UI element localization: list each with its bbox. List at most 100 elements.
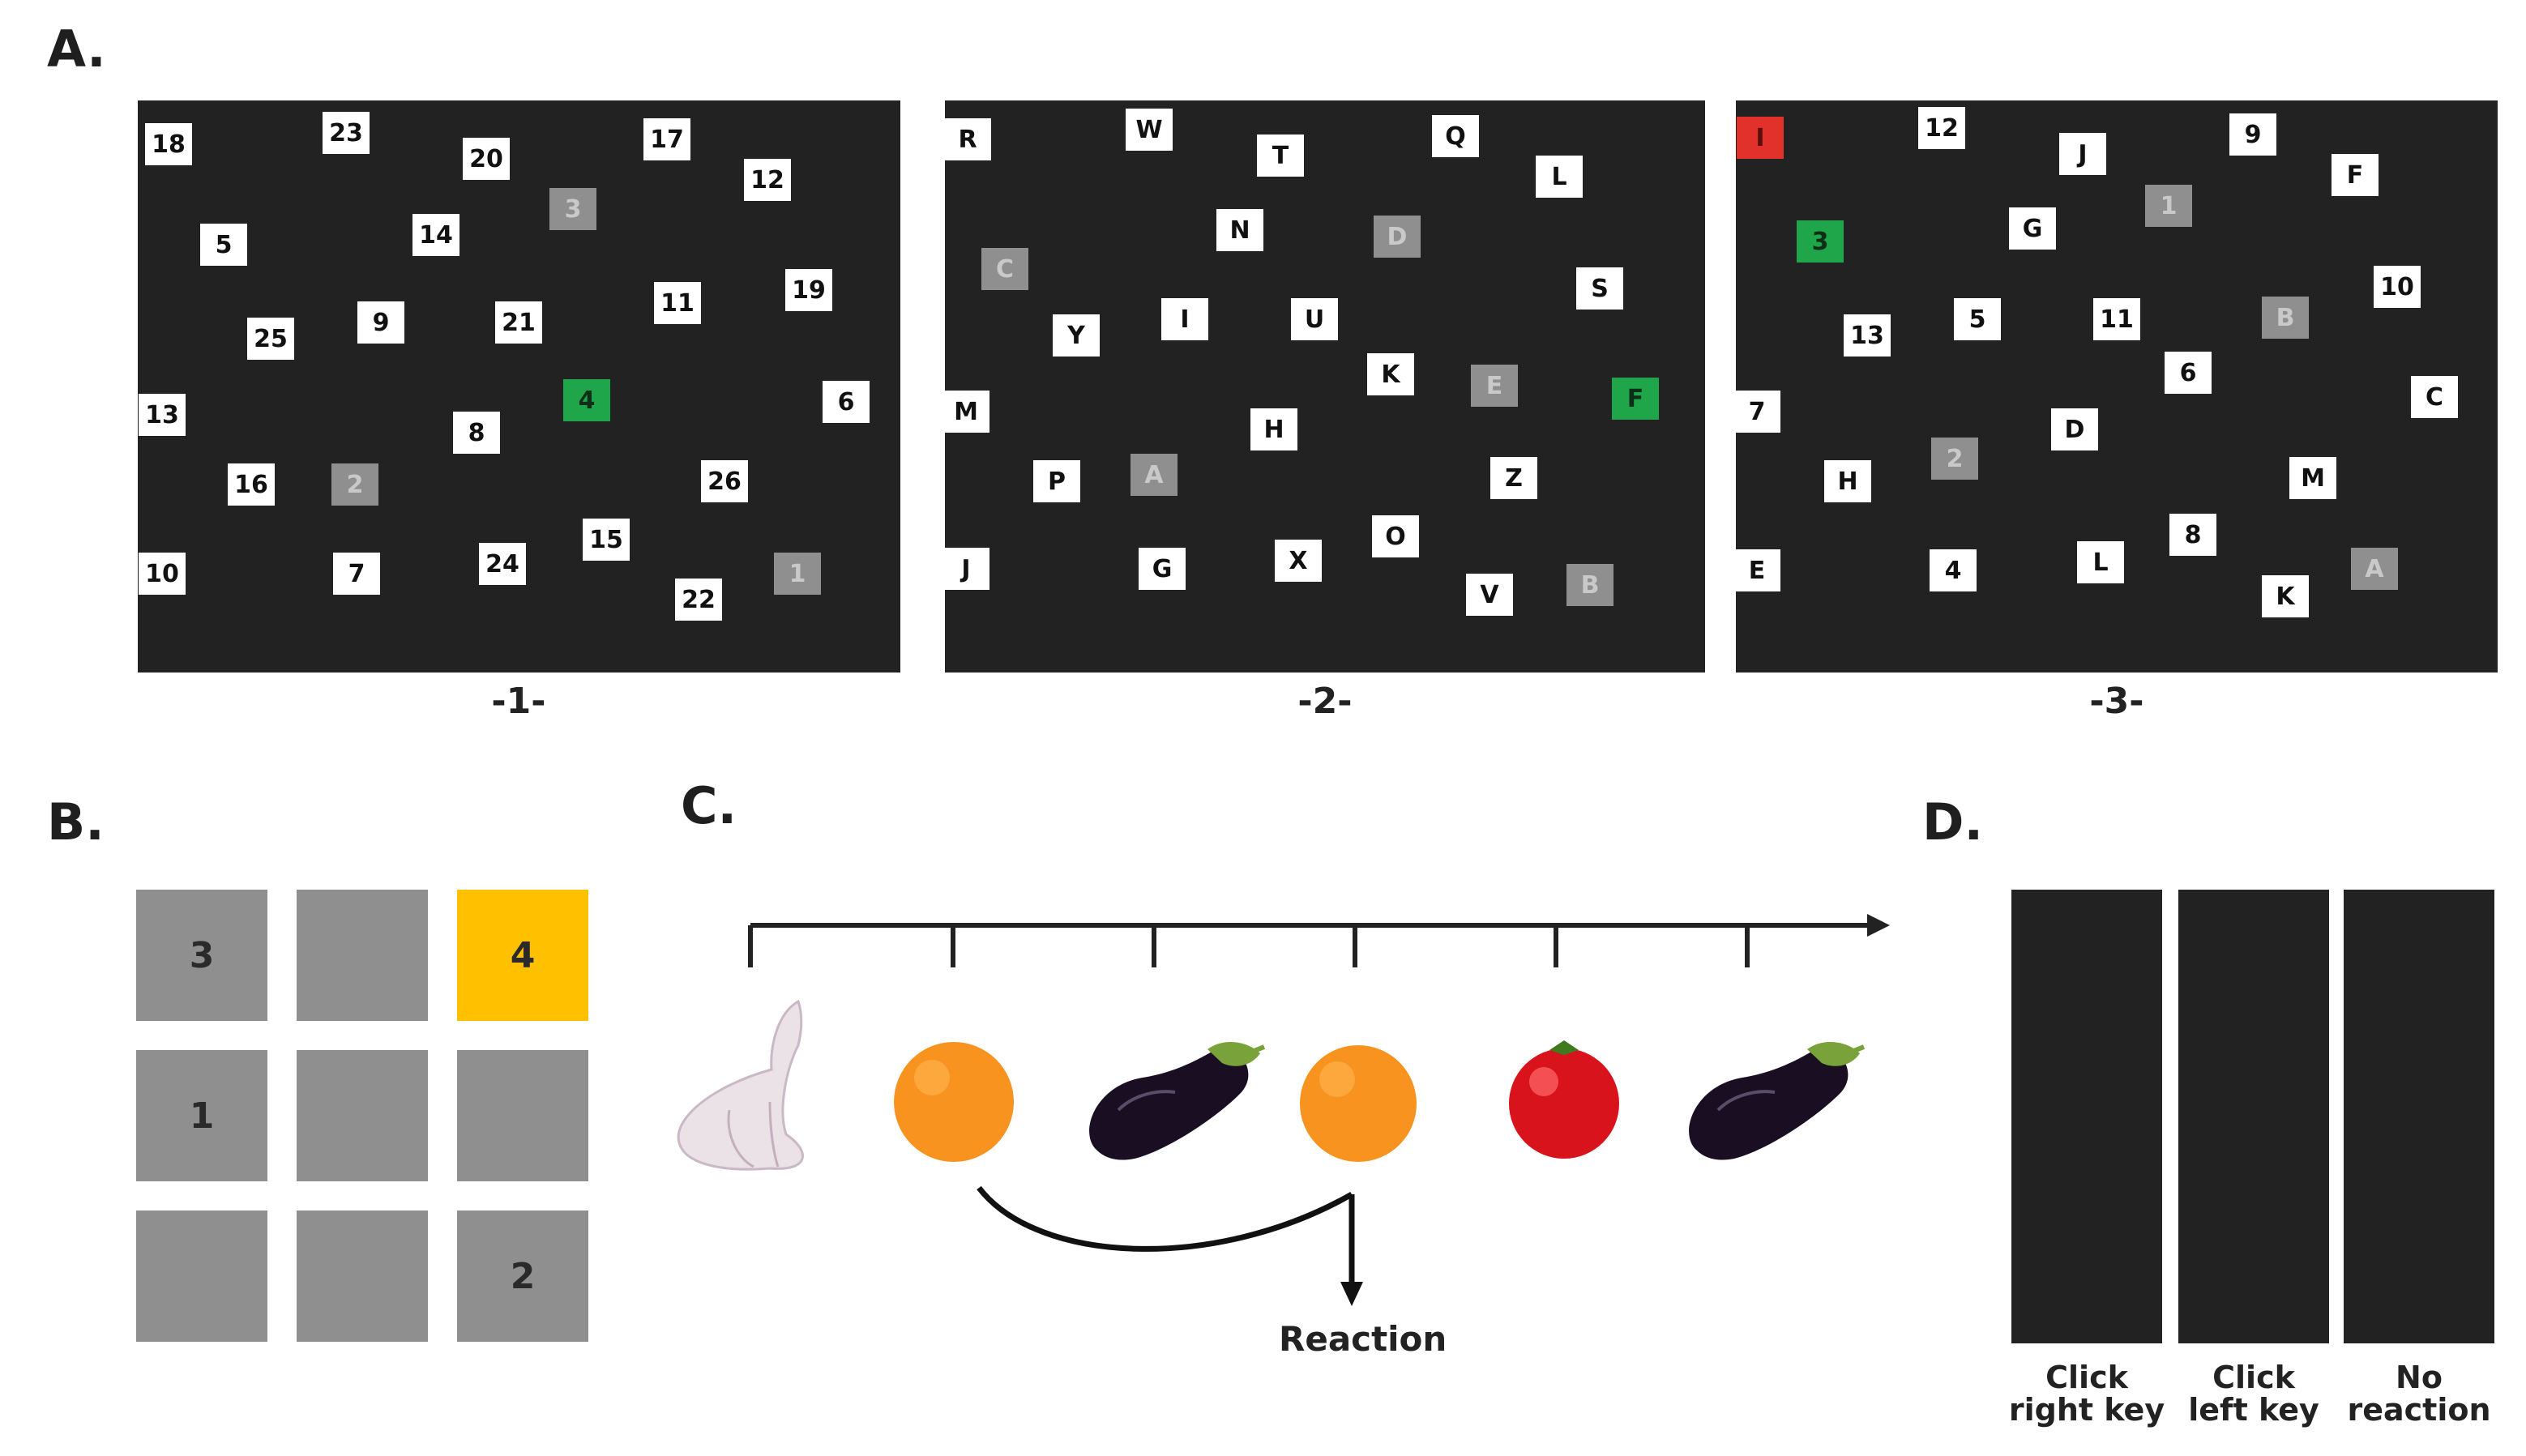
stimulus-tile: 13 (1844, 314, 1891, 357)
response-caption-3-line2: reaction (2347, 1392, 2491, 1428)
stimulus-tile: D (2051, 408, 2098, 450)
stimulus-tile: F (2332, 154, 2379, 196)
stimulus-tile: K (2262, 575, 2309, 617)
section-label-a: A. (47, 19, 106, 79)
stimulus-tile: T (1257, 134, 1304, 177)
stimulus-tile: M (2289, 457, 2336, 499)
stimulus-tile: Q (1432, 115, 1479, 157)
grid-cell-1: 3 (136, 890, 267, 1021)
stimulus-column-1 (2011, 890, 2162, 1343)
stimulus-tile: D (1374, 216, 1421, 258)
response-caption-2-line1: Click (2212, 1360, 2295, 1395)
stimulus-tile: X (1275, 540, 1322, 582)
stimulus-tile: 2 (331, 463, 378, 506)
stimulus-tile: 9 (357, 301, 404, 344)
stimulus-tile: N (1216, 209, 1263, 251)
grid-cell-7 (136, 1210, 267, 1342)
stimulus-tile: 20 (463, 138, 510, 180)
response-caption-1-line2: right key (2008, 1392, 2165, 1428)
grid-cell-6 (457, 1050, 588, 1181)
stimulus-tile: 3 (549, 188, 596, 230)
stimulus-tile: 10 (2374, 266, 2421, 308)
stimulus-tile: 21 (495, 301, 542, 344)
stimulus-tile: 11 (654, 282, 701, 324)
stimulus-tile: 23 (323, 112, 370, 154)
stimulus-tile: I (1161, 298, 1208, 340)
stimulus-tile: 4 (1930, 549, 1977, 591)
stimulus-tile: J (942, 548, 989, 590)
reaction-connector (977, 1185, 1355, 1285)
stimulus-tile: R (944, 118, 991, 160)
orange-icon (894, 1042, 1014, 1162)
stimulus-tile: U (1291, 298, 1338, 340)
stimulus-tile: 13 (139, 394, 186, 436)
stimulus-tile: C (981, 248, 1028, 290)
stimulus-tile: 1 (2145, 185, 2192, 227)
stimulus-tile: 16 (228, 463, 275, 506)
orange-icon (1300, 1045, 1417, 1162)
tomato-icon (1509, 1040, 1619, 1159)
stimulus-tile: A (1131, 454, 1178, 496)
stimulus-tile: 8 (2169, 514, 2216, 556)
grid-cell-4: 1 (136, 1050, 267, 1181)
stimulus-tile: 5 (1954, 298, 2001, 340)
stimulus-tile: G (1139, 548, 1186, 590)
stimulus-tile: K (1367, 353, 1414, 395)
stimulus-tile: O (1372, 515, 1419, 557)
section-label-c: C. (681, 776, 737, 835)
stimulus-tile: 7 (1733, 391, 1780, 433)
grid-cell-8 (297, 1210, 428, 1342)
stimulus-tile: W (1126, 109, 1173, 151)
stimulus-tile: 9 (2229, 113, 2276, 156)
stimulus-tile: S (1576, 267, 1623, 310)
grid-cell-9: 2 (457, 1210, 588, 1342)
stimulus-column-3 (2344, 890, 2494, 1343)
stimulus-tile: 25 (247, 318, 294, 360)
stimulus-tile: 8 (453, 412, 500, 454)
panel-caption-1: -1- (491, 681, 546, 722)
stimulus-tile: I (1737, 117, 1784, 159)
stimulus-tile: B (2262, 297, 2309, 339)
stimulus-tile: J (2059, 133, 2106, 175)
stimulus-tile: Z (1490, 457, 1537, 499)
eggplant-icon (1689, 1041, 1866, 1160)
stimulus-tile: 6 (823, 381, 870, 423)
eggplant-icon (1089, 1041, 1266, 1160)
stimulus-tile: 15 (583, 519, 630, 561)
stimulus-tile: 7 (333, 553, 380, 595)
garlic-icon (677, 999, 804, 1171)
grid-cell-2 (297, 890, 428, 1021)
stimulus-tile: 22 (675, 579, 722, 621)
stimulus-tile: 5 (200, 224, 247, 266)
stimulus-tile: V (1466, 574, 1513, 616)
grid-cell-5 (297, 1050, 428, 1181)
stimulus-tile: 19 (785, 269, 832, 311)
response-caption-2-line2: left key (2188, 1392, 2319, 1428)
stimulus-tile: 18 (145, 123, 192, 165)
stimulus-tile: 2 (1931, 438, 1978, 480)
section-label-b: B. (47, 792, 105, 852)
stimulus-column-2 (2178, 890, 2329, 1343)
stimulus-tile: 11 (2093, 298, 2140, 340)
stimulus-tile: 6 (2165, 352, 2212, 394)
response-caption-3: No reaction (2322, 1361, 2516, 1426)
stimulus-tile: G (2009, 207, 2056, 250)
stimulus-tile: 10 (139, 553, 186, 595)
timeline-arrowhead-icon (1867, 914, 1890, 937)
stimulus-tile: L (2077, 541, 2124, 583)
panel-caption-2: -2- (1297, 681, 1353, 722)
reaction-label: Reaction (1279, 1319, 1447, 1359)
response-caption-1-line1: Click (2045, 1360, 2128, 1395)
stimulus-tile: 12 (1918, 107, 1965, 149)
section-label-d: D. (1922, 792, 1984, 852)
panel-caption-3: -3- (2089, 681, 2144, 722)
stimulus-tile: 1 (774, 553, 821, 595)
stimulus-tile: 3 (1797, 220, 1844, 263)
timeline-axis (748, 923, 1872, 967)
stimulus-tile: H (1250, 408, 1297, 450)
stimulus-tile: 12 (744, 159, 791, 201)
reaction-arrowhead-icon (1340, 1282, 1363, 1306)
stimulus-tile: L (1536, 156, 1583, 198)
response-caption-2: Click left key (2156, 1361, 2351, 1426)
stimulus-tile: H (1824, 460, 1871, 502)
